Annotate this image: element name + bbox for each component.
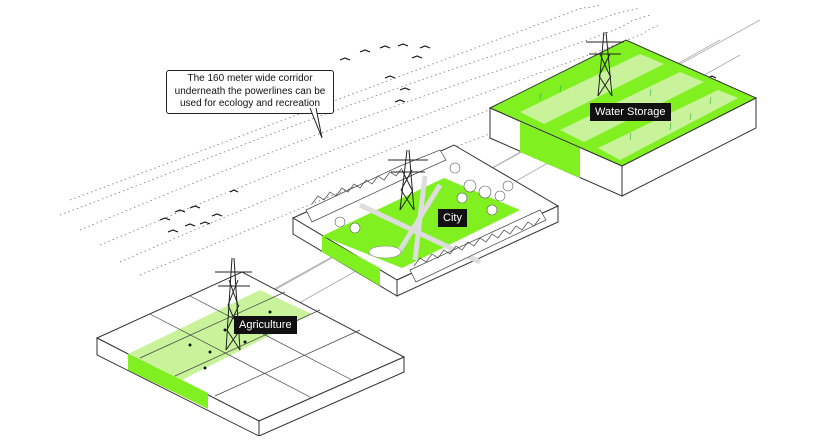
water-side-right bbox=[621, 97, 757, 197]
city-pylon bbox=[388, 149, 428, 211]
water-storage-label: Water Storage bbox=[590, 103, 671, 121]
city-label: City bbox=[438, 209, 467, 227]
callout-line-3: used for ecology and recreation bbox=[179, 98, 321, 109]
agriculture-corridor bbox=[128, 290, 312, 380]
water-pylon bbox=[586, 31, 624, 97]
city-block bbox=[291, 144, 560, 297]
corridor-callout: The 160 meter wide corridor underneath t… bbox=[166, 70, 334, 114]
agriculture-label: Agriculture bbox=[234, 316, 297, 334]
callout-line-2: underneath the powerlines can be bbox=[174, 85, 326, 97]
callout-line-1: The 160 meter wide corridor bbox=[187, 73, 313, 84]
flight-paths bbox=[59, 4, 661, 276]
city-houses-front bbox=[409, 209, 547, 283]
agriculture-side-right bbox=[258, 356, 405, 437]
agriculture-block bbox=[95, 257, 406, 437]
